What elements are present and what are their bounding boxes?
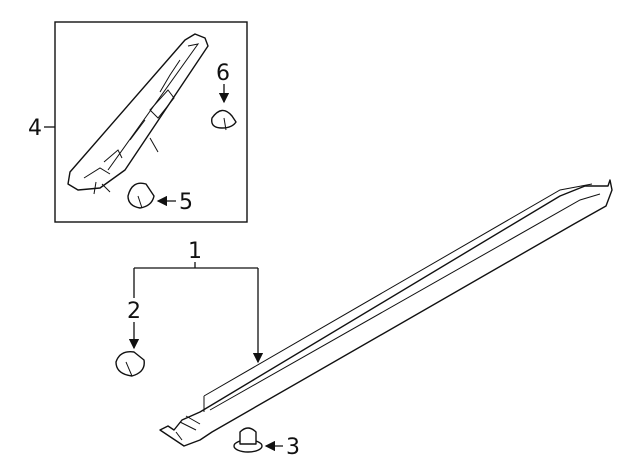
clip-5-part [127, 182, 155, 209]
triangular-trim-part [67, 33, 209, 195]
callout-4-label: 4 [28, 116, 42, 141]
callout-5-label: 5 [179, 190, 193, 215]
clip-3-part [233, 427, 263, 453]
callout-1-label: 1 [188, 239, 202, 264]
callout-3-label: 3 [286, 435, 300, 460]
callout-6-label: 6 [216, 61, 230, 86]
callout-2-label: 2 [127, 299, 141, 324]
rocker-molding-part [159, 179, 613, 447]
clip-6-part [211, 109, 237, 131]
clip-2-part [115, 351, 145, 377]
